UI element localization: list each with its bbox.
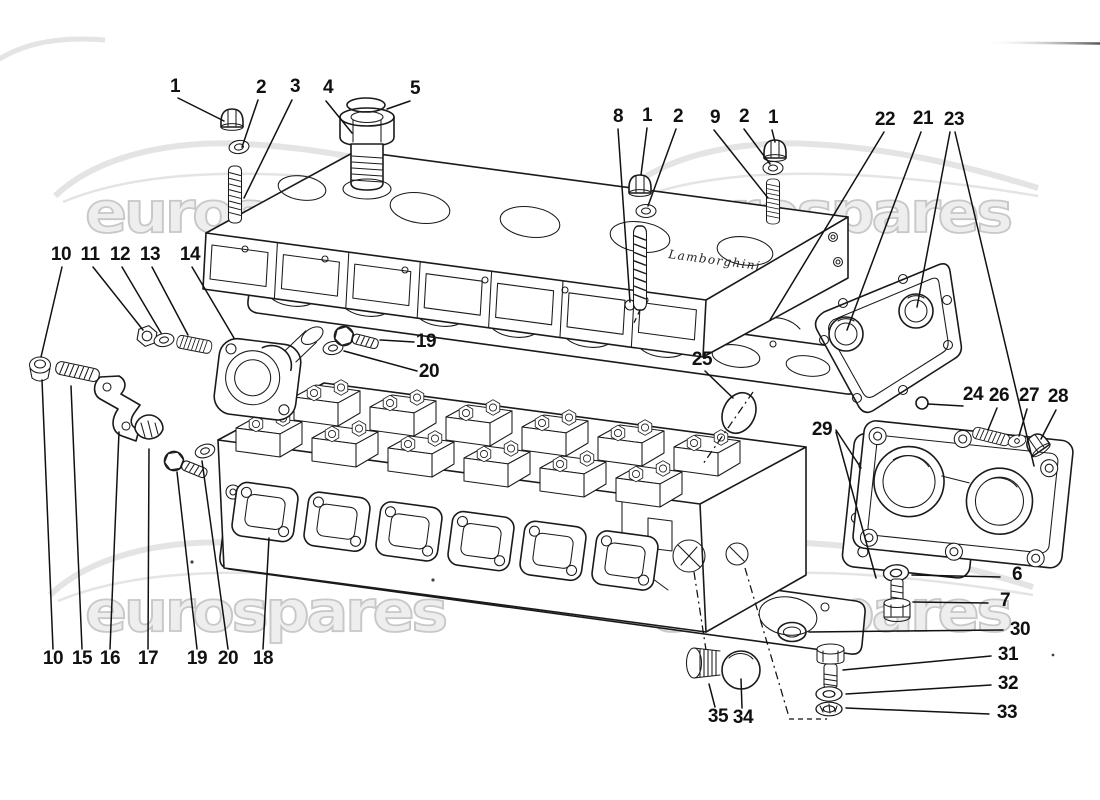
o-ring-30 <box>777 621 807 643</box>
callout-7[interactable]: 7 <box>1000 590 1011 611</box>
callout-14[interactable]: 14 <box>180 244 202 265</box>
acorn-nut-1c <box>763 139 787 163</box>
callout-21[interactable]: 21 <box>913 108 935 129</box>
callout-11[interactable]: 11 <box>80 244 101 265</box>
callout-32[interactable]: 32 <box>998 673 1019 694</box>
callout-1-c[interactable]: 1 <box>768 107 780 128</box>
callout-3[interactable]: 3 <box>290 76 301 97</box>
callout-15[interactable]: 15 <box>72 648 94 669</box>
callout-18[interactable]: 18 <box>253 648 274 669</box>
callout-2-c[interactable]: 2 <box>739 106 750 127</box>
cylinder-head <box>217 380 807 633</box>
nut-11 <box>135 323 159 349</box>
half-moon-seal-14 <box>261 344 293 372</box>
callout-16[interactable]: 16 <box>100 648 121 669</box>
callout-20-b[interactable]: 20 <box>218 648 239 669</box>
cup-plug-left <box>828 316 864 352</box>
leader-lines <box>40 97 1057 715</box>
callout-28[interactable]: 28 <box>1048 386 1069 407</box>
stud-3 <box>227 165 243 224</box>
end-face-ports <box>672 539 749 573</box>
callout-29[interactable]: 29 <box>812 419 833 440</box>
callout-12[interactable]: 12 <box>110 244 131 265</box>
stud-13 <box>175 334 214 355</box>
bolt-31 <box>816 643 845 689</box>
callout-25[interactable]: 25 <box>692 349 714 370</box>
callout-2-a[interactable]: 2 <box>256 77 267 98</box>
side-cover-plate <box>814 263 963 414</box>
callout-33[interactable]: 33 <box>997 702 1018 723</box>
callout-9[interactable]: 9 <box>710 107 721 128</box>
fasteners <box>28 108 1053 717</box>
callout-6[interactable]: 6 <box>1012 564 1023 585</box>
callout-13[interactable]: 13 <box>140 244 161 265</box>
callout-10-a[interactable]: 10 <box>51 244 72 265</box>
washer-2b <box>635 203 657 219</box>
plug-35 <box>685 647 721 679</box>
callout-8[interactable]: 8 <box>613 106 624 127</box>
callout-19-a[interactable]: 19 <box>416 331 437 352</box>
callout-5[interactable]: 5 <box>410 78 422 99</box>
callout-4[interactable]: 4 <box>323 77 335 98</box>
rear-cover <box>852 420 1074 569</box>
callout-27[interactable]: 27 <box>1019 385 1040 406</box>
plug-10 <box>28 356 52 382</box>
callout-1-b[interactable]: 1 <box>642 105 654 126</box>
callout-30[interactable]: 30 <box>1010 619 1031 640</box>
callout-2-b[interactable]: 2 <box>673 106 684 127</box>
callout-20-a[interactable]: 20 <box>419 361 440 382</box>
acorn-nut-1b <box>628 174 652 198</box>
washer-32 <box>815 686 843 702</box>
assembly-axes <box>632 309 827 720</box>
callout-31[interactable]: 31 <box>998 644 1020 665</box>
half-moon-seal-17 <box>134 414 164 440</box>
cup-plug-right <box>898 293 934 329</box>
stud-8 <box>632 225 648 311</box>
plug-34 <box>721 650 761 690</box>
lock-washer-33 <box>815 701 843 717</box>
thermostat-housing <box>213 326 324 421</box>
acorn-nut-1a <box>220 108 244 132</box>
callout-34[interactable]: 34 <box>733 707 755 728</box>
washer-20b <box>192 441 218 461</box>
callout-19-b[interactable]: 19 <box>187 648 208 669</box>
callout-labels: 1 2 3 4 5 8 1 2 9 2 1 22 21 23 10 11 12 … <box>43 76 1069 728</box>
stud-15 <box>54 360 101 384</box>
oil-filler-neck <box>339 97 395 200</box>
o-ring-5 <box>346 97 386 113</box>
stud-9 <box>765 178 781 225</box>
washer-2c <box>762 160 784 176</box>
valve-cover: Lamborghini <box>202 150 849 358</box>
callout-26[interactable]: 26 <box>989 385 1010 406</box>
o-ring-24 <box>915 396 929 410</box>
callout-24[interactable]: 24 <box>963 384 985 405</box>
washer-27 <box>1007 434 1027 448</box>
print-artifacts <box>190 560 1055 657</box>
callout-10-b[interactable]: 10 <box>43 648 64 669</box>
bolt-7 <box>883 578 911 623</box>
callout-23[interactable]: 23 <box>944 109 965 130</box>
callout-17[interactable]: 17 <box>138 648 159 669</box>
o-ring-25 <box>721 392 757 434</box>
callout-22[interactable]: 22 <box>875 109 896 130</box>
corner-artifact-line <box>979 41 1100 45</box>
callout-1-a[interactable]: 1 <box>170 76 182 97</box>
bracket <box>93 375 141 442</box>
callout-35[interactable]: 35 <box>708 706 730 727</box>
